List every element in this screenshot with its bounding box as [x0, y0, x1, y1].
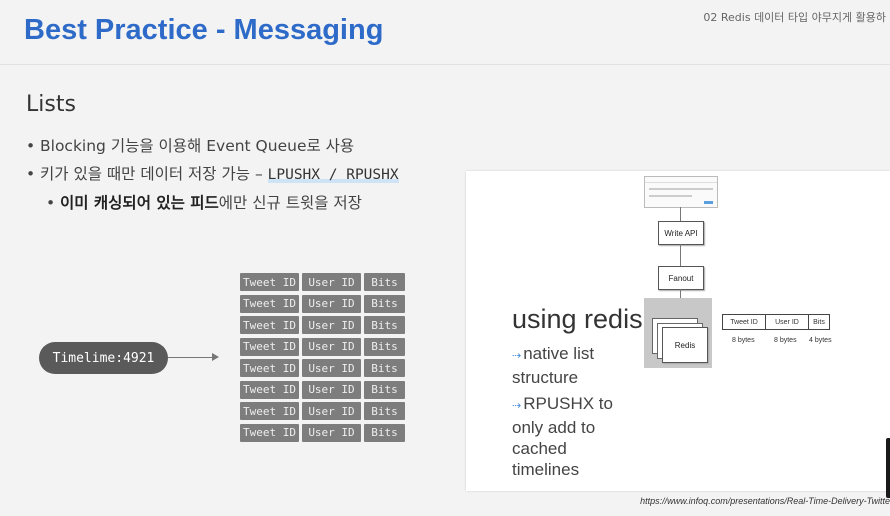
point-native-list: ⇢native list structure: [512, 344, 595, 387]
tweet-cell: Bits: [364, 316, 405, 334]
section-title: Lists: [26, 92, 76, 117]
record-layout-table: Tweet ID User ID Bits: [722, 314, 830, 330]
byte-label: 8 bytes: [732, 337, 755, 344]
tweet-cell: User ID: [302, 316, 361, 334]
tweet-cell: Bits: [364, 380, 405, 399]
using-redis-heading: using redis: [512, 304, 643, 334]
bullet-text: 에만 신규 트윗을 저장: [218, 194, 362, 212]
tweet-cell: Bits: [364, 423, 405, 442]
bullet-text: Blocking 기능을 이용해 Event Queue로 사용: [40, 137, 355, 155]
table-header: User ID: [766, 315, 809, 329]
presenter-edge: [886, 438, 890, 498]
bullet-text: 키가 있을 때만 데이터 저장 가능 –: [40, 165, 268, 183]
lpushx-command: LPUSHX: [267, 167, 321, 183]
tweet-cell: Bits: [364, 337, 405, 356]
bullet-dot: •: [26, 165, 36, 183]
tweet-cell: Tweet ID: [240, 380, 299, 399]
header-note: 02 Redis 데이터 타입 야무지게 활용하: [703, 11, 886, 24]
tweet-cell: Tweet ID: [240, 423, 299, 442]
point-rpushx: ⇢RPUSHX to only add to cached timelines: [512, 394, 613, 479]
arrow-icon: ⇢: [512, 400, 522, 412]
timeline-key-pill: Timelime:4921: [39, 342, 168, 374]
sub-bullet-cached-feed: •이미 캐싱되어 있는 피드에만 신규 트윗을 저장: [46, 191, 362, 213]
browser-window-thumbnail: [644, 176, 718, 208]
tweet-cell: Bits: [364, 294, 405, 313]
arrow-line: [168, 357, 214, 358]
arrow-icon: ⇢: [512, 350, 522, 362]
fanout-box: Fanout: [658, 266, 704, 290]
tweet-cell: User ID: [302, 423, 361, 442]
write-api-box: Write API: [658, 221, 704, 245]
tweet-cell: User ID: [302, 273, 361, 291]
bullet-dot: •: [46, 194, 56, 212]
tweet-cell: Tweet ID: [240, 294, 299, 313]
bullet-pushx: •키가 있을 때만 데이터 저장 가능 – LPUSHX / RPUSHX: [26, 162, 399, 184]
rpushx-command: RPUSHX: [346, 167, 399, 183]
tweet-cell: User ID: [302, 402, 361, 420]
infoq-slide-image: Write API Fanout Redis using redis ⇢nati…: [466, 171, 890, 491]
submit-icon: [704, 201, 713, 204]
slide-title: Best Practice - Messaging: [24, 14, 384, 46]
byte-label: 4 bytes: [809, 337, 832, 344]
tweet-cell: User ID: [302, 380, 361, 399]
redis-box: Redis: [662, 327, 708, 363]
bullet-blocking: •Blocking 기능을 이용해 Event Queue로 사용: [26, 134, 354, 156]
arrow-right-icon: [212, 353, 219, 361]
tweet-cell: Tweet ID: [240, 359, 299, 377]
table-header: Tweet ID: [723, 315, 766, 329]
tweet-cell: Bits: [364, 273, 405, 291]
byte-label: 8 bytes: [774, 337, 797, 344]
tweet-cell: Tweet ID: [240, 337, 299, 356]
tweet-cell: Tweet ID: [240, 316, 299, 334]
tweet-cell: Tweet ID: [240, 402, 299, 420]
header-divider: [0, 64, 890, 65]
tweet-cell: User ID: [302, 294, 361, 313]
tweet-cell: Bits: [364, 359, 405, 377]
tweet-cell: Tweet ID: [240, 273, 299, 291]
table-header: Bits: [813, 318, 825, 326]
tweet-cell: User ID: [302, 359, 361, 377]
command-separator: /: [320, 167, 347, 183]
bold-text: 이미 캐싱되어 있는 피드: [60, 194, 219, 212]
tweet-cell: Bits: [364, 402, 405, 420]
source-url[interactable]: https://www.infoq.com/presentations/Real…: [640, 496, 890, 506]
bullet-dot: •: [26, 137, 36, 155]
tweet-cell: User ID: [302, 337, 361, 356]
